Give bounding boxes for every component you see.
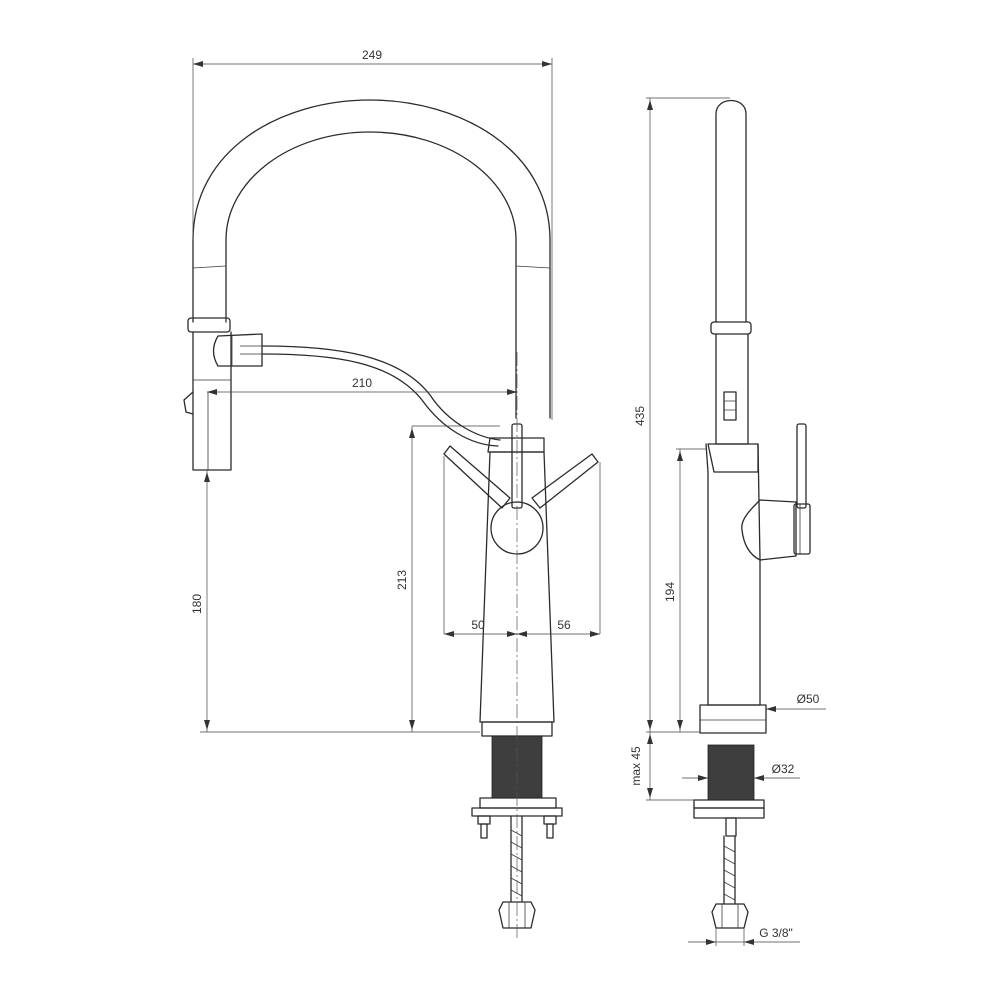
side-lever-knob bbox=[793, 503, 811, 555]
front-body bbox=[479, 451, 555, 723]
front-magnet-holder bbox=[212, 333, 263, 367]
front-lever-left-arm bbox=[443, 445, 511, 509]
side-base-ring bbox=[699, 704, 767, 734]
front-flexible-hose bbox=[261, 345, 501, 441]
label-connection: G 3/8" bbox=[759, 926, 793, 940]
side-spray-head bbox=[715, 333, 749, 445]
label-body-height: 213 bbox=[395, 570, 409, 590]
front-mounting-plate bbox=[479, 797, 557, 809]
front-spray-collar bbox=[187, 317, 231, 333]
label-lever-left: 50 bbox=[471, 618, 485, 632]
front-supply-nut bbox=[498, 901, 536, 929]
label-side-height: 194 bbox=[663, 582, 677, 602]
label-spout-reach: 210 bbox=[352, 376, 372, 390]
front-spout-inner-arc bbox=[225, 131, 517, 419]
side-threaded-shank bbox=[707, 744, 755, 801]
front-spray-trigger bbox=[183, 391, 194, 415]
label-spout-height: 180 bbox=[190, 594, 204, 614]
side-mounting-plate bbox=[693, 799, 765, 809]
side-collar bbox=[710, 321, 752, 335]
label-base-diameter: Ø50 bbox=[797, 692, 820, 706]
dimension-labels: 249 210 180 213 50 56 435 194 Ø50 max 45… bbox=[190, 48, 820, 940]
label-lever-right: 56 bbox=[557, 618, 571, 632]
front-view bbox=[183, 99, 599, 940]
side-view bbox=[693, 100, 811, 929]
side-spray-buttons bbox=[723, 391, 737, 421]
front-spout-outer-arc bbox=[192, 99, 551, 419]
side-lever-housing bbox=[741, 499, 797, 561]
label-overall-width: 249 bbox=[362, 48, 382, 62]
front-mounting-studs bbox=[477, 815, 557, 839]
side-supply-hose bbox=[723, 835, 736, 905]
side-supply-nut bbox=[711, 903, 749, 929]
side-spout-tube bbox=[715, 100, 747, 323]
dimension-lines bbox=[192, 58, 826, 946]
label-thread-diameter: Ø32 bbox=[772, 762, 795, 776]
side-body bbox=[705, 443, 761, 706]
front-spray-head bbox=[192, 331, 232, 471]
front-lever-right-arm bbox=[531, 453, 599, 509]
label-max-thickness: max 45 bbox=[629, 746, 643, 786]
label-overall-height: 435 bbox=[633, 406, 647, 426]
side-lever-rod bbox=[796, 423, 807, 509]
